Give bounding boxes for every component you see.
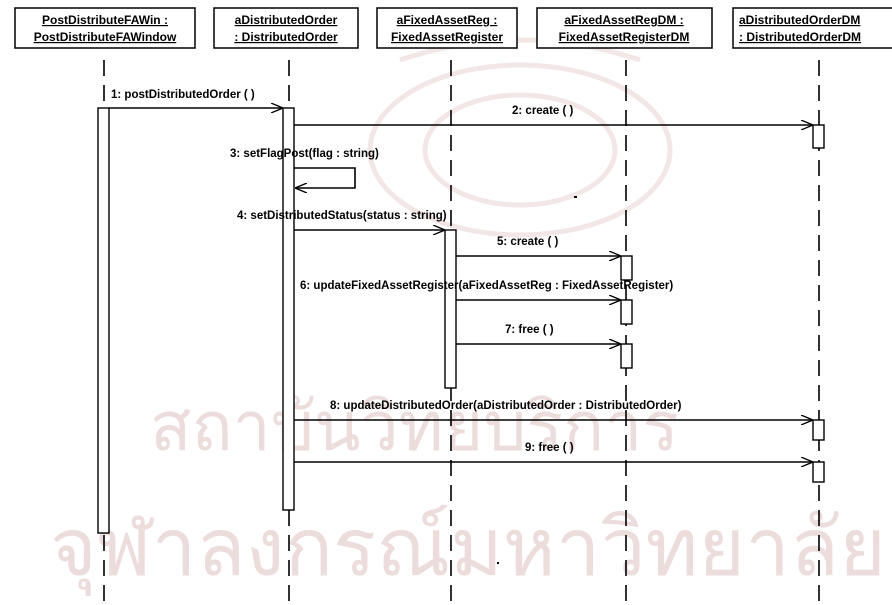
object-adistributedorder: aDistributedOrder : DistributedOrder [213, 7, 359, 49]
activation-regdm-create [620, 255, 633, 281]
activation-afixedassetreg [444, 229, 457, 389]
message-2-label: 2: create ( ) [512, 105, 574, 117]
message-1-label: 1: postDistributedOrder ( ) [111, 89, 255, 101]
messages [109, 108, 812, 462]
object-3-line2: FixedAssetRegister [391, 30, 503, 44]
message-5-label: 5: create ( ) [497, 236, 559, 248]
activation-regdm-update [620, 299, 633, 325]
object-afixedassetreg: aFixedAssetReg : FixedAssetRegister [376, 7, 518, 49]
object-3-line1: aFixedAssetReg : [397, 13, 498, 27]
message-labels: 1: postDistributedOrder ( ) 2: create ( … [111, 89, 682, 454]
object-1-line1: PostDistributeFAWin : [42, 13, 168, 27]
object-4-line1: aFixedAssetRegDM : [564, 13, 683, 27]
object-1-line2: PostDistributeFAWindow [34, 30, 177, 44]
message-6-label: 6: updateFixedAssetRegister(aFixedAssetR… [300, 280, 673, 292]
watermark-seal [367, 37, 673, 238]
object-2-line1: aDistributedOrder [235, 13, 338, 27]
object-5-line2: : DistributedOrderDM [739, 30, 861, 44]
activation-orderdm-update [812, 419, 825, 441]
object-2-line2: : DistributedOrder [234, 30, 338, 44]
activation-bars [97, 107, 825, 534]
activation-orderdm-create [812, 124, 825, 149]
activation-adistributedorder [282, 107, 295, 511]
activation-postdistributefawin [97, 107, 110, 534]
watermark: สถาบันวิทยบริการ จุฬาลงกรณ์มหาวิทยาลัย [50, 37, 886, 596]
message-4-label: 4: setDistributedStatus(status : string) [237, 210, 447, 222]
watermark-line1: สถาบันวิทยบริการ [150, 388, 679, 467]
activation-orderdm-free [812, 461, 825, 483]
activation-regdm-free [620, 343, 633, 369]
object-adistributedorderdm: aDistributedOrderDM : DistributedOrderDM [732, 7, 892, 49]
message-7-label: 7: free ( ) [505, 324, 554, 336]
object-postdistributefawin: PostDistributeFAWin : PostDistributeFAWi… [14, 7, 196, 49]
message-3-label: 3: setFlagPost(flag : string) [230, 148, 379, 160]
watermark-line2: จุฬาลงกรณ์มหาวิทยาลัย [50, 501, 886, 596]
message-8-label: 8: updateDistributedOrder(aDistributedOr… [330, 400, 682, 412]
message-3-self-arrow [294, 167, 356, 188]
scan-specks [497, 196, 577, 564]
object-5-line1: aDistributedOrderDM [739, 13, 860, 27]
message-9-label: 9: free ( ) [525, 442, 574, 454]
object-4-line2: FixedAssetRegisterDM [559, 30, 690, 44]
object-afixedassetregdm: aFixedAssetRegDM : FixedAssetRegisterDM [536, 7, 713, 49]
